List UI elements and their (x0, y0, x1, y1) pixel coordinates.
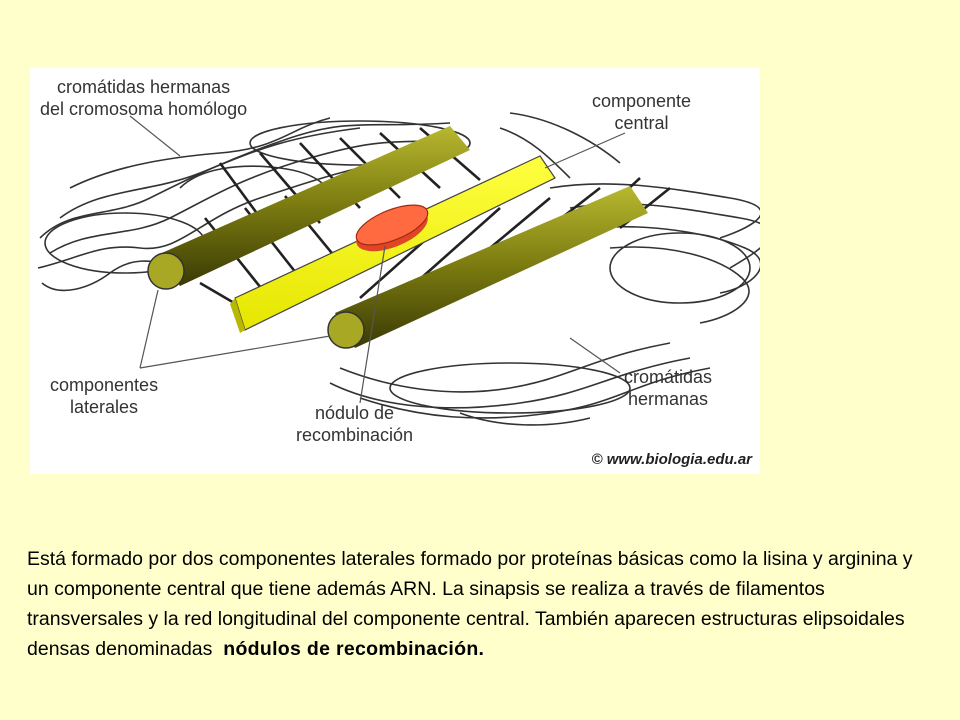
diagram-svg (37, 112, 760, 426)
label-homolog-line1: cromátidas hermanas (57, 77, 231, 97)
label-recombination-node: nódulo de recombinación (296, 402, 413, 446)
description-emphasis: nódulos de recombinación. (223, 638, 485, 660)
recombination-node (355, 204, 429, 252)
label-central-line1: componente (592, 91, 692, 111)
label-central-component: componente central (592, 90, 691, 134)
label-node-line1: nódulo de (314, 403, 395, 423)
synaptonemal-complex-figure: cromátidas hermanas del cromosoma homólo… (30, 68, 760, 474)
image-credit: © www.biologia.edu.ar (591, 451, 752, 468)
description-text: Está formado por dos componentes lateral… (27, 548, 913, 660)
label-central-line2: central (614, 113, 669, 133)
label-lateral-line2: laterales (70, 397, 139, 417)
label-homolog-line2: del cromosoma homólogo (40, 99, 248, 119)
label-sister-line2: hermanas (627, 389, 709, 409)
lateral-rod-upper (147, 126, 470, 290)
label-node-line2: recombinación (296, 425, 414, 445)
lateral-rod-lower (327, 186, 648, 349)
label-homolog-chromatids: cromátidas hermanas del cromosoma homólo… (40, 76, 247, 120)
label-lateral-line1: componentes (50, 375, 159, 395)
leader-lines (129, 115, 626, 404)
label-lateral-components: componentes laterales (50, 374, 158, 418)
description-paragraph: Está formado por dos componentes lateral… (27, 544, 927, 664)
label-sister-chromatids: cromátidas hermanas (624, 366, 712, 410)
label-sister-line1: cromátidas (624, 367, 713, 387)
